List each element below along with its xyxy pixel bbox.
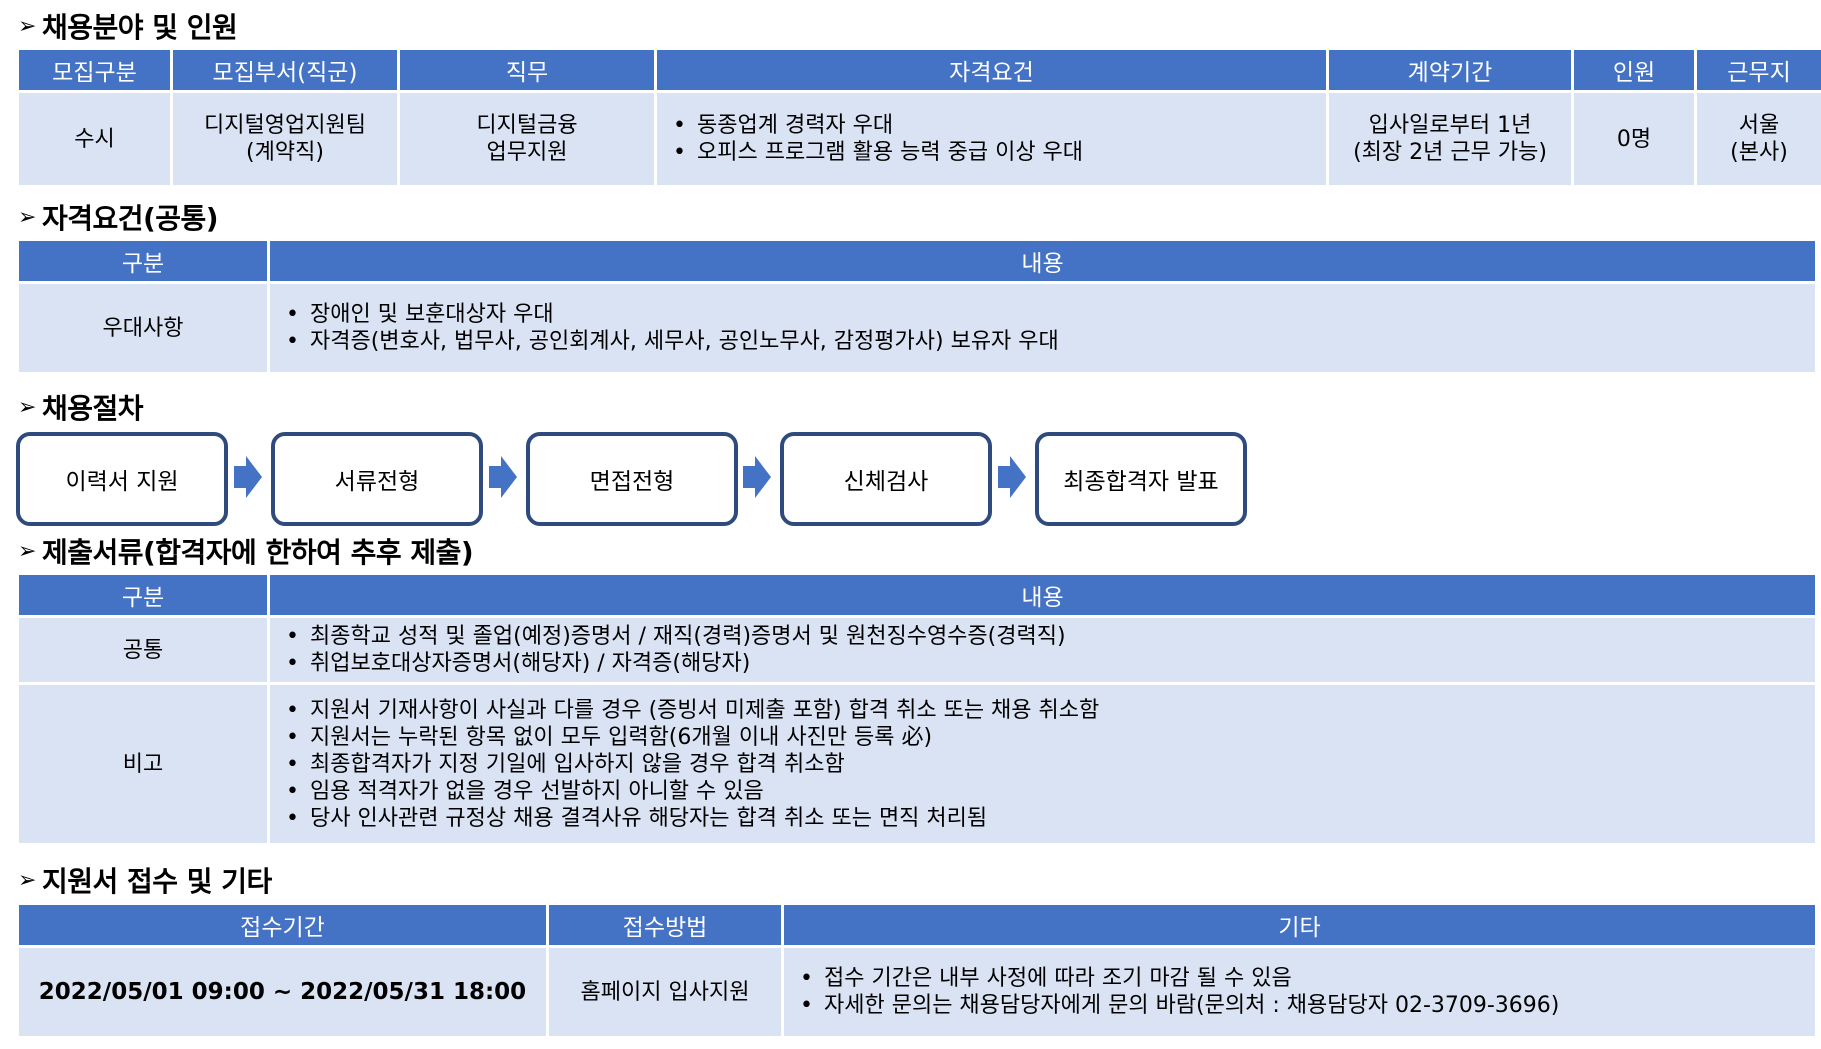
table-row: 비고 지원서 기재사항이 사실과 다를 경우 (증빙서 미제출 포함) 합격 취… (19, 685, 1815, 843)
cell-dept: 디지털영업지원팀(계약직) (173, 93, 397, 185)
cell-category: 비고 (19, 685, 267, 843)
cell-location: 서울(본사) (1697, 93, 1821, 185)
section-title-process: ➢채용절차 (18, 392, 143, 425)
header-job: 직무 (400, 50, 654, 90)
header-type: 모집구분 (19, 50, 170, 90)
arrow-bullet-icon: ➢ (18, 394, 36, 420)
header-headcount: 인원 (1574, 50, 1694, 90)
documents-table: 구분 내용 공통 최종학교 성적 및 졸업(예정)증명서 / 재직(경력)증명서… (16, 572, 1818, 846)
header-content: 내용 (270, 241, 1815, 281)
list-item: 자격증(변호사, 법무사, 공인회계사, 세무사, 공인노무사, 감정평가사) … (278, 328, 1807, 355)
cell-content: 장애인 및 보훈대상자 우대 자격증(변호사, 법무사, 공인회계사, 세무사,… (270, 284, 1815, 372)
application-table: 접수기간 접수방법 기타 2022/05/01 09:00 ~ 2022/05/… (16, 902, 1818, 1039)
step-interview: 면접전형 (526, 432, 738, 526)
list-item: 오피스 프로그램 활용 능력 중급 이상 우대 (665, 139, 1318, 166)
common-qualifications-table: 구분 내용 우대사항 장애인 및 보훈대상자 우대 자격증(변호사, 법무사, … (16, 238, 1818, 375)
step-final-announcement: 최종합격자 발표 (1035, 432, 1247, 526)
hiring-table: 모집구분 모집부서(직군) 직무 자격요건 계약기간 인원 근무지 수시 디지털… (16, 47, 1821, 188)
step-apply: 이력서 지원 (16, 432, 228, 526)
list-item: 자세한 문의는 채용담당자에게 문의 바람(문의처 : 채용담당자 02-370… (792, 992, 1807, 1019)
list-item: 최종학교 성적 및 졸업(예정)증명서 / 재직(경력)증명서 및 원천징수영수… (278, 623, 1807, 650)
list-item: 장애인 및 보훈대상자 우대 (278, 301, 1807, 328)
header-qualifications: 자격요건 (657, 50, 1326, 90)
cell-qualifications: 동종업계 경력자 우대 오피스 프로그램 활용 능력 중급 이상 우대 (657, 93, 1326, 185)
arrow-bullet-icon: ➢ (18, 13, 36, 39)
step-medical-check: 신체검사 (780, 432, 992, 526)
cell-contract: 입사일로부터 1년(최장 2년 근무 가능) (1329, 93, 1571, 185)
section-title-common-qualifications: ➢자격요건(공통) (18, 202, 219, 235)
header-dept: 모집부서(직군) (173, 50, 397, 90)
list-item: 지원서 기재사항이 사실과 다를 경우 (증빙서 미제출 포함) 합격 취소 또… (278, 697, 1807, 724)
cell-content: 최종학교 성적 및 졸업(예정)증명서 / 재직(경력)증명서 및 원천징수영수… (270, 618, 1815, 682)
step-document-screening: 서류전형 (271, 432, 483, 526)
header-etc: 기타 (784, 905, 1815, 945)
cell-etc: 접수 기간은 내부 사정에 따라 조기 마감 될 수 있음 자세한 문의는 채용… (784, 948, 1815, 1036)
process-flow: 이력서 지원 서류전형 면접전형 신체검사 최종합격자 발표 (16, 432, 1247, 526)
list-item: 취업보호대상자증명서(해당자) / 자격증(해당자) (278, 650, 1807, 677)
header-method: 접수방법 (549, 905, 781, 945)
list-item: 최종합격자가 지정 기일에 입사하지 않을 경우 합격 취소함 (278, 751, 1807, 778)
section-title-hiring: ➢채용분야 및 인원 (18, 11, 238, 44)
arrow-bullet-icon: ➢ (18, 538, 36, 564)
arrow-bullet-icon: ➢ (18, 204, 36, 230)
header-contract: 계약기간 (1329, 50, 1571, 90)
cell-headcount: 0명 (1574, 93, 1694, 185)
cell-content: 지원서 기재사항이 사실과 다를 경우 (증빙서 미제출 포함) 합격 취소 또… (270, 685, 1815, 843)
list-item: 임용 적격자가 없을 경우 선발하지 아니할 수 있음 (278, 778, 1807, 805)
section-title-documents: ➢제출서류(합격자에 한하여 추후 제출) (18, 536, 474, 569)
list-item: 동종업계 경력자 우대 (665, 112, 1318, 139)
cell-category: 공통 (19, 618, 267, 682)
cell-period: 2022/05/01 09:00 ~ 2022/05/31 18:00 (19, 948, 546, 1036)
section-title-application: ➢지원서 접수 및 기타 (18, 865, 272, 898)
cell-method: 홈페이지 입사지원 (549, 948, 781, 1036)
list-item: 접수 기간은 내부 사정에 따라 조기 마감 될 수 있음 (792, 965, 1807, 992)
header-category: 구분 (19, 575, 267, 615)
table-row: 공통 최종학교 성적 및 졸업(예정)증명서 / 재직(경력)증명서 및 원천징… (19, 618, 1815, 682)
cell-category: 우대사항 (19, 284, 267, 372)
arrow-bullet-icon: ➢ (18, 867, 36, 893)
list-item: 지원서는 누락된 항목 없이 모두 입력함(6개월 이내 사진만 등록 必) (278, 724, 1807, 751)
cell-type: 수시 (19, 93, 170, 185)
header-category: 구분 (19, 241, 267, 281)
header-period: 접수기간 (19, 905, 546, 945)
header-location: 근무지 (1697, 50, 1821, 90)
header-content: 내용 (270, 575, 1815, 615)
list-item: 당사 인사관련 규정상 채용 결격사유 해당자는 합격 취소 또는 면직 처리됨 (278, 805, 1807, 832)
